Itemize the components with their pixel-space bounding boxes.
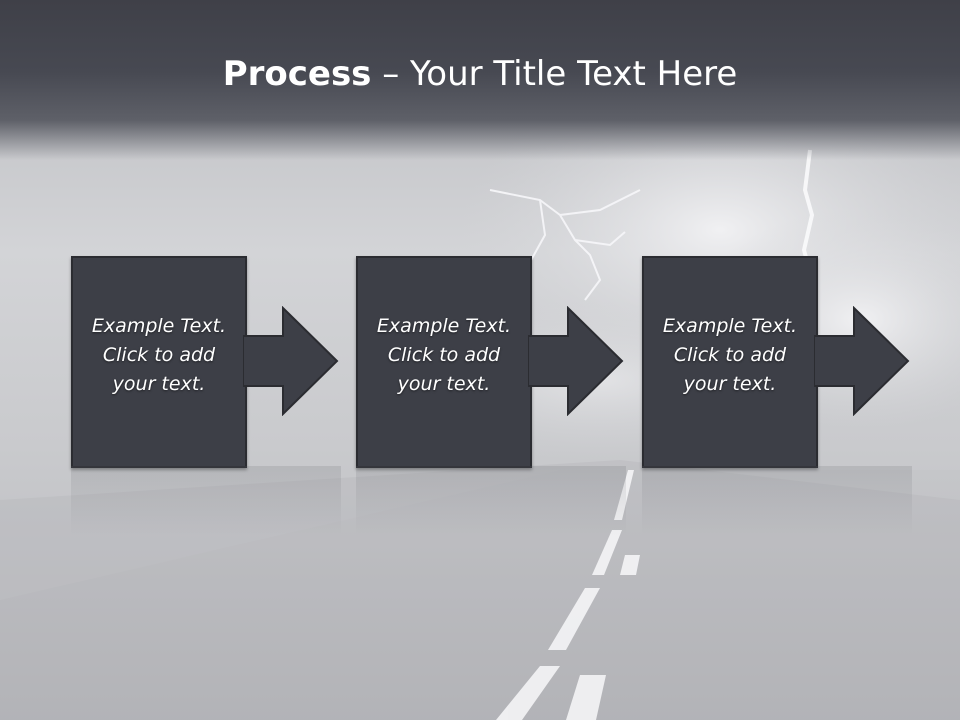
step-text-line-3: your text. xyxy=(397,373,491,395)
step-text-line-2: Click to add xyxy=(673,344,787,366)
step-text-line-2: Click to add xyxy=(387,344,501,366)
step-text-line-1: Example Text. xyxy=(376,315,512,337)
title-bold: Process xyxy=(222,54,372,94)
step-box[interactable]: Example Text. Click to add your text. xyxy=(356,256,532,468)
title-rest: – Your Title Text Here xyxy=(371,54,738,94)
right-arrow-icon xyxy=(814,306,910,416)
step-text-line-2: Click to add xyxy=(102,344,216,366)
step-text[interactable]: Example Text. Click to add your text. xyxy=(644,312,816,399)
right-arrow-icon xyxy=(243,306,339,416)
slide-title[interactable]: Process – Your Title Text Here xyxy=(0,52,960,96)
right-arrow-icon xyxy=(528,306,624,416)
step-text[interactable]: Example Text. Click to add your text. xyxy=(358,312,530,399)
step-text-line-1: Example Text. xyxy=(662,315,798,337)
road-icon xyxy=(496,470,640,720)
process-step-2[interactable]: Example Text. Click to add your text. xyxy=(356,256,626,536)
step-text-line-1: Example Text. xyxy=(91,315,227,337)
lightning-icon xyxy=(489,189,641,301)
header-bar xyxy=(0,0,960,160)
step-box[interactable]: Example Text. Click to add your text. xyxy=(642,256,818,468)
process-step-1[interactable]: Example Text. Click to add your text. xyxy=(71,256,341,536)
process-step-3[interactable]: Example Text. Click to add your text. xyxy=(642,256,912,536)
step-text[interactable]: Example Text. Click to add your text. xyxy=(73,312,245,399)
step-box[interactable]: Example Text. Click to add your text. xyxy=(71,256,247,468)
step-text-line-3: your text. xyxy=(112,373,206,395)
step-text-line-3: your text. xyxy=(683,373,777,395)
